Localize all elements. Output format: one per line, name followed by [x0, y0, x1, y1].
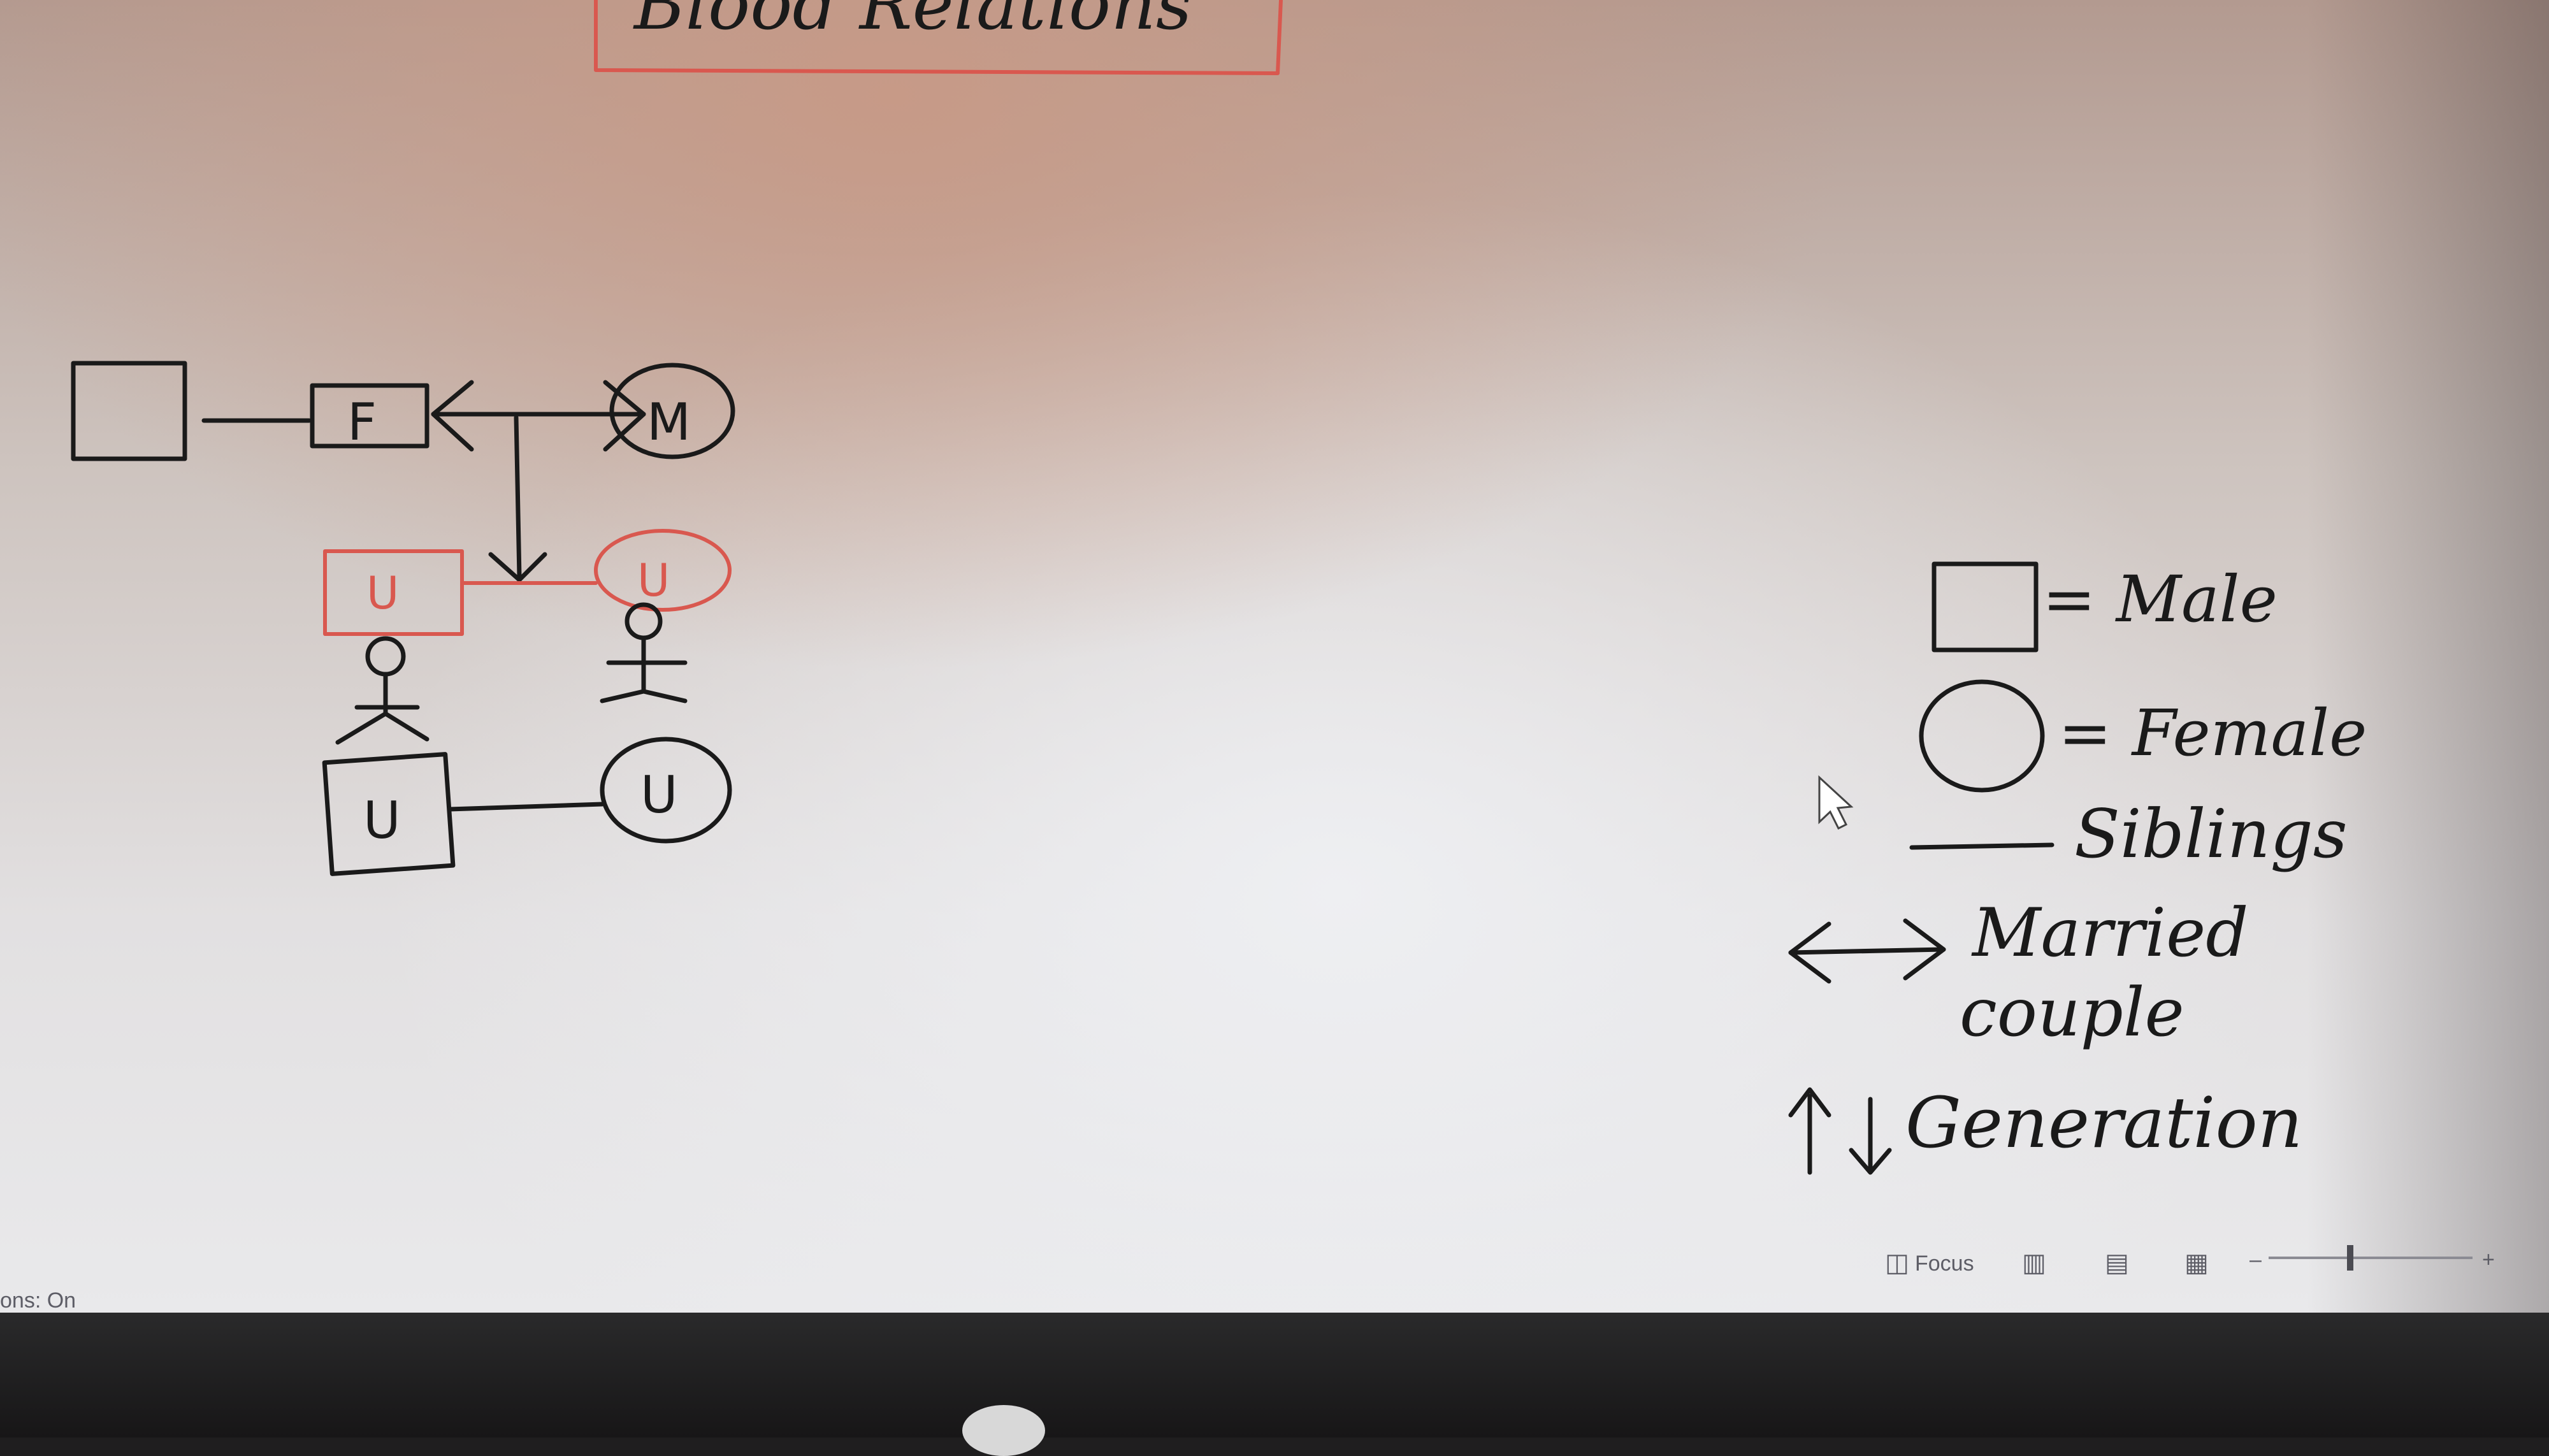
handwritten-drawing: Blood Relations F M U U [71, 0, 2367, 1175]
bottom-male-label: U [363, 791, 401, 850]
legend-sibling-line [1909, 842, 2054, 850]
focus-button[interactable]: Focus [1915, 1251, 1974, 1276]
grandparent-square [71, 361, 187, 461]
legend-female-label: = Female [2058, 696, 2367, 770]
legend-married-label: Married [1971, 894, 2248, 972]
family-tree: F M U U U [71, 361, 735, 876]
father-label: F [347, 393, 377, 452]
mother-label: M [647, 393, 691, 452]
zoom-slider-thumb[interactable] [2347, 1245, 2353, 1271]
print-layout-icon[interactable]: ▤ [2105, 1248, 2129, 1278]
status-bar: ons: On ◫ Focus ▥ ▤ ▦ – + [0, 1236, 2549, 1313]
legend-generation-label: Generation [1905, 1082, 2303, 1164]
zoom-out-button[interactable]: – [2249, 1248, 2262, 1272]
legend-male-square [1932, 561, 2039, 652]
legend: = Male = Female Siblings Married couple … [1788, 561, 2367, 1175]
sibling-red-male-label: U [366, 567, 399, 619]
screen-shadow [2307, 0, 2549, 1313]
sibling-red-circle [594, 529, 732, 612]
legend-siblings-label: Siblings [2074, 795, 2348, 873]
stick-figure-male [335, 636, 430, 745]
stick-figure-female [600, 602, 688, 703]
legend-married-arrow [1788, 947, 1946, 955]
read-mode-icon[interactable]: ▥ [2022, 1248, 2046, 1278]
sibling-red-female-label: U [637, 554, 670, 607]
mouse-cursor-icon [1818, 775, 1854, 830]
sibling-red-square [323, 549, 464, 636]
title-box: Blood Relations [594, 0, 1283, 75]
monitor-bezel [0, 1313, 2549, 1438]
legend-couple-label: couple [1960, 974, 2184, 1051]
brand-logo-icon [962, 1405, 1045, 1456]
web-layout-icon[interactable]: ▦ [2184, 1248, 2209, 1278]
father-square [310, 383, 430, 449]
zoom-in-button[interactable]: + [2482, 1248, 2495, 1272]
bottom-female-label: U [640, 765, 678, 825]
legend-male-label: = Male [2042, 562, 2278, 637]
monitor-screen [0, 0, 2549, 1313]
status-left-text: ons: On [0, 1288, 76, 1313]
title-text: Blood Relations [633, 0, 1192, 45]
bottom-circle [600, 737, 732, 844]
mother-circle [609, 363, 735, 459]
focus-icon[interactable]: ◫ [1885, 1248, 1909, 1278]
legend-female-circle [1919, 679, 2045, 793]
zoom-slider[interactable] [2269, 1245, 2473, 1271]
